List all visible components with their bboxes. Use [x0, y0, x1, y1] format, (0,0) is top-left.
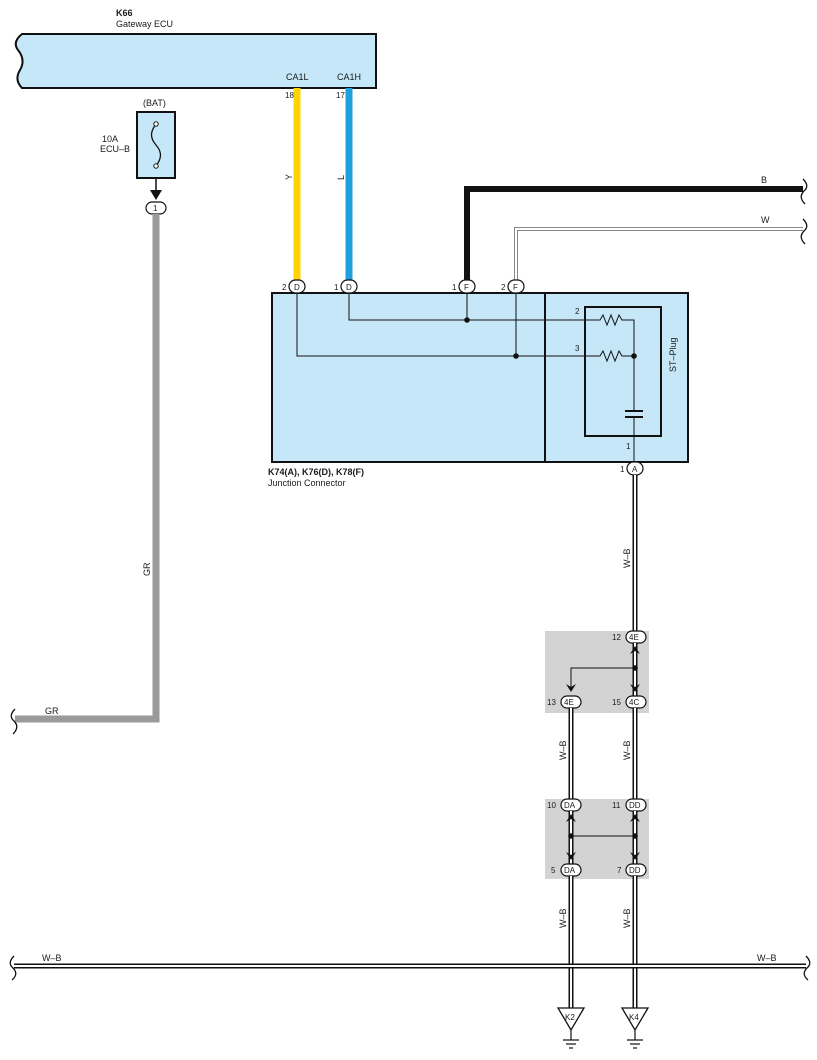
wire-wb-right-low-label: W–B	[622, 908, 632, 928]
conn-4e-top: 4E	[629, 633, 639, 642]
ecu-code: K66	[116, 8, 133, 18]
pin-10: 10	[547, 801, 556, 810]
wire-wb-left-mid: W–B	[558, 708, 574, 800]
wire-wb-main-label: W–B	[622, 548, 632, 568]
ecu-pin-ca1h: CA1H	[337, 72, 361, 82]
conn-da-top: DA	[564, 801, 576, 810]
ecu-pin-ca1l: CA1L	[286, 72, 309, 82]
pin-7: 7	[617, 866, 622, 875]
pin-5: 5	[551, 866, 556, 875]
wire-gr-label-h: GR	[45, 706, 59, 716]
wire-l-label: L	[336, 175, 346, 180]
wire-wb-horizontal: W–B W–B	[9, 953, 811, 981]
pin-11: 11	[612, 801, 621, 810]
junction-name: Junction Connector	[268, 478, 346, 488]
pin-f2: 2	[501, 283, 506, 292]
fuse-ecu-b: (BAT) 10A ECU–B 1	[100, 98, 176, 215]
fuse-bat-label: (BAT)	[143, 98, 166, 108]
wire-b-label: B	[761, 175, 767, 185]
st-plug: 2 3 1 ST–Plug	[575, 306, 678, 462]
gateway-ecu: K66 Gateway ECU CA1L CA1H 18 17	[14, 8, 377, 100]
wire-wb-left-low-label: W–B	[558, 908, 568, 928]
wire-wb-horizontal-label-left: W–B	[42, 953, 62, 963]
fuse-name: ECU–B	[100, 144, 130, 154]
wire-wb-right-mid: W–B	[622, 708, 638, 800]
conn-a: A	[632, 465, 638, 474]
wire-b: B	[464, 175, 808, 281]
conn-4e-bottom: 4E	[564, 698, 574, 707]
conn-d-left: D	[294, 283, 300, 292]
ground-k2: K2	[556, 1007, 586, 1049]
ground-k4-label: K4	[629, 1013, 639, 1022]
ecu-pin-17: 17	[336, 91, 345, 100]
pin-d2: 2	[282, 283, 287, 292]
conn-d-right: D	[346, 283, 352, 292]
conn-f-right: F	[513, 283, 518, 292]
fuse-rating: 10A	[102, 134, 118, 144]
st-plug-pin1: 1	[626, 442, 631, 451]
conn-da-bottom: DA	[564, 866, 576, 875]
splice-block-upper: 4E 12 4E 13 4C 15	[545, 630, 649, 713]
junction-code: K74(A), K76(D), K78(F)	[268, 467, 364, 477]
ground-k4: K4	[620, 1007, 650, 1049]
pin-d1: 1	[334, 283, 339, 292]
wire-gr: GR GR	[10, 214, 160, 735]
conn-dd-top: DD	[629, 801, 641, 810]
wire-wb-left-low: W–B	[558, 876, 574, 1008]
conn-f-left: F	[464, 283, 469, 292]
st-plug-pin3: 3	[575, 344, 580, 353]
conn-4c: 4C	[629, 698, 639, 707]
splice-block-lower: DA 10 DD 11 DA 5 DD 7	[545, 798, 649, 879]
wire-y: Y	[284, 88, 301, 281]
conn-dd-bottom: DD	[629, 866, 641, 875]
pin-a1: 1	[620, 465, 625, 474]
pin-12: 12	[612, 633, 621, 642]
pin-13: 13	[547, 698, 556, 707]
wire-l: L	[336, 88, 353, 281]
fuse-pin: 1	[153, 204, 158, 213]
wire-y-label: Y	[284, 174, 294, 180]
wire-w: W	[514, 215, 808, 281]
wire-w-label: W	[761, 215, 770, 225]
wire-wb-right-mid-label: W–B	[622, 740, 632, 760]
st-plug-pin2: 2	[575, 307, 580, 316]
pin-f1: 1	[452, 283, 457, 292]
wire-gr-label-v: GR	[142, 562, 152, 576]
ground-k2-label: K2	[565, 1013, 575, 1022]
pin-15: 15	[612, 698, 621, 707]
junction-connector: K74(A), K76(D), K78(F) Junction Connecto…	[268, 279, 689, 488]
ecu-pin-18: 18	[285, 91, 294, 100]
wire-wb-right-low: W–B	[622, 876, 638, 1008]
wire-wb-main: W–B	[622, 475, 638, 632]
wire-wb-horizontal-label-right: W–B	[757, 953, 777, 963]
ecu-name: Gateway ECU	[116, 19, 173, 29]
wire-wb-left-mid-label: W–B	[558, 740, 568, 760]
st-plug-name: ST–Plug	[668, 337, 678, 372]
